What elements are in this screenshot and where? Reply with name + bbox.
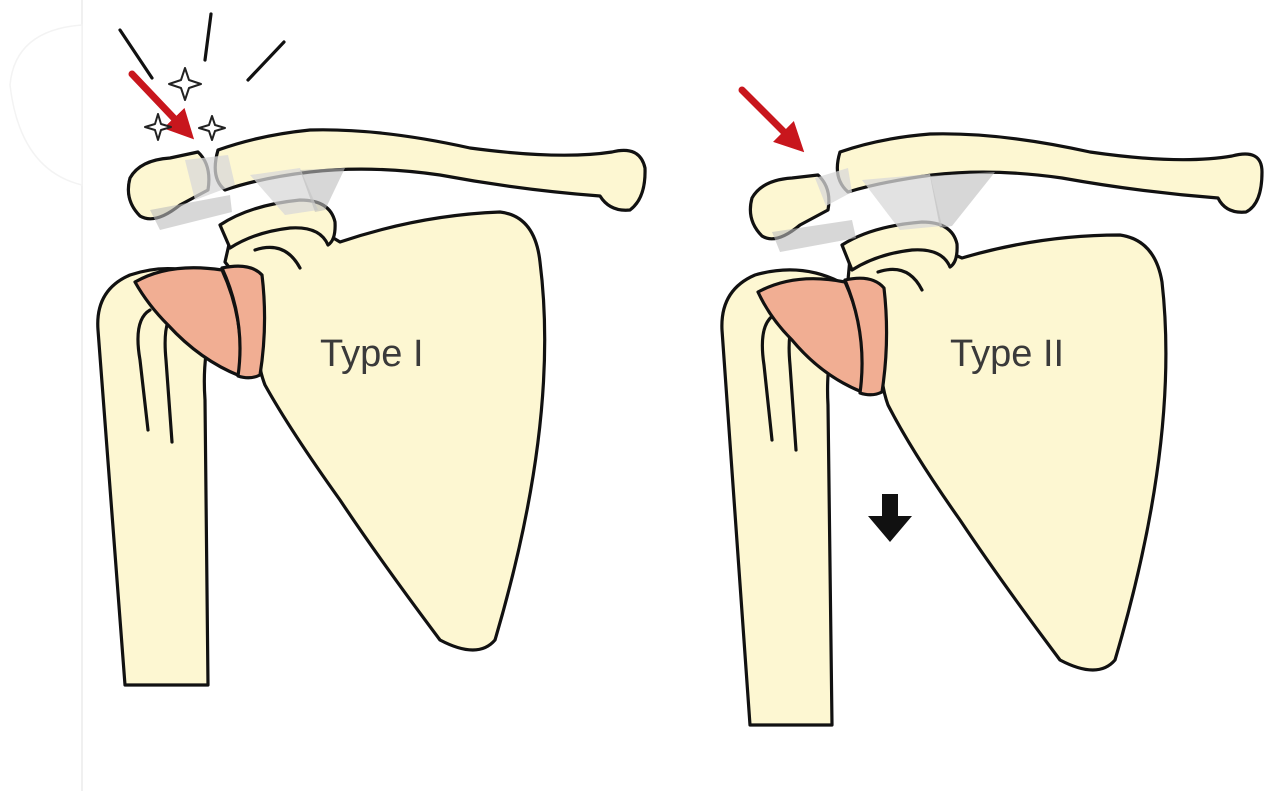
sparkle-icon xyxy=(169,68,201,100)
impact-line-1 xyxy=(120,30,152,78)
sparkle-icon xyxy=(199,116,225,140)
down-arrow-icon xyxy=(868,494,912,542)
panel-type-1: Type I xyxy=(98,14,645,685)
impact-line-3 xyxy=(248,42,284,80)
panel-type-2: Type II xyxy=(722,90,1262,725)
impact-line-2 xyxy=(205,14,211,60)
coracoclavicular-ligament-conoid xyxy=(930,172,995,228)
red-arrow-icon xyxy=(742,90,798,146)
panel-label-type-2: Type II xyxy=(950,333,1064,375)
scapula-bone xyxy=(225,212,545,650)
coracoclavicular-ligament-trapezoid xyxy=(862,174,942,230)
page-corner xyxy=(10,25,82,185)
scapula-bone xyxy=(848,235,1166,670)
panel-label-type-1: Type I xyxy=(320,333,424,375)
sparkle-icon xyxy=(145,114,171,140)
